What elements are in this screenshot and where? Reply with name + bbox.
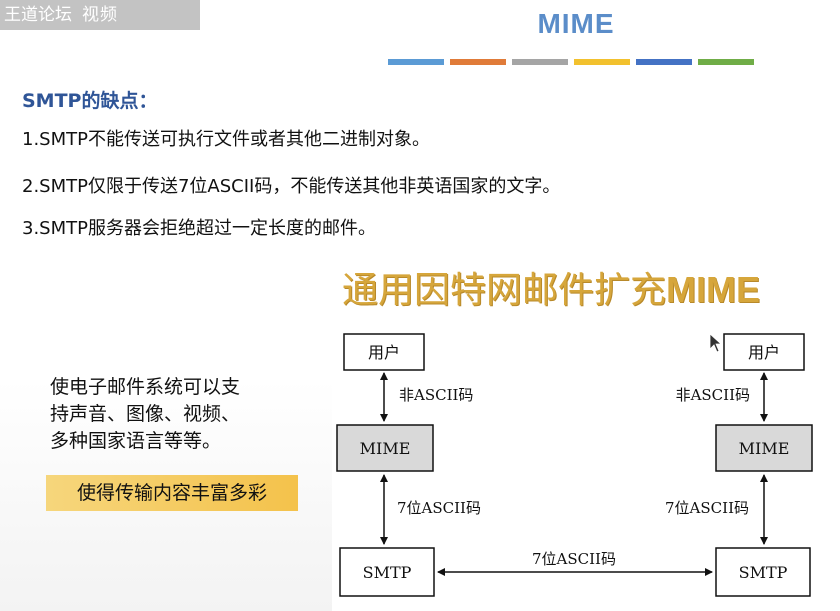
color-bar (388, 59, 444, 65)
drawback-point-3: 3.SMTP服务器会拒绝超过一定长度的邮件。 (22, 218, 376, 239)
drawback-point-1: 1.SMTP不能传送可执行文件或者其他二进制对象。 (22, 129, 430, 150)
left-smtp-label: SMTP (363, 563, 412, 582)
left-non-ascii-label: 非ASCII码 (399, 386, 473, 404)
mime-diagram-svg: 用户 非ASCII码 MIME 7位ASCII码 SMTP 7位ASCII码 用… (336, 333, 813, 597)
left-user-box (343, 333, 425, 371)
mime-title-latin: MIME (666, 269, 761, 310)
page-title: MIME (537, 8, 615, 39)
watermark-extra: 视频 (82, 5, 118, 25)
color-bar (698, 59, 754, 65)
right-user-box (723, 333, 805, 371)
mime-title-cn: 通用因特网邮件扩充 (342, 270, 667, 311)
right-user-label: 用户 (748, 343, 780, 362)
right-non-ascii-label: 非ASCII码 (676, 386, 750, 404)
mime-diagram: 用户 非ASCII码 MIME 7位ASCII码 SMTP 7位ASCII码 用… (332, 318, 840, 611)
right-mime-box (715, 424, 813, 472)
mouse-cursor-icon (709, 333, 723, 353)
color-bar (636, 59, 692, 65)
color-bar (450, 59, 506, 65)
right-mime-label: MIME (739, 439, 790, 458)
mime-description: 使电子邮件系统可以支 持声音、图像、视频、 多种国家语言等等。 (50, 374, 300, 455)
highlight-box: 使得传输内容丰富多彩 (46, 475, 298, 511)
watermark: 王道论坛视频 (0, 0, 200, 30)
description-line: 使电子邮件系统可以支 (50, 376, 241, 398)
left-user-label: 用户 (368, 343, 400, 362)
description-line: 持声音、图像、视频、 (50, 403, 241, 425)
middle-ascii7-label: 7位ASCII码 (532, 550, 616, 568)
right-smtp-label: SMTP (739, 563, 788, 582)
right-ascii7-label: 7位ASCII码 (665, 499, 749, 517)
left-ascii7-label: 7位ASCII码 (397, 499, 481, 517)
drawback-point-2: 2.SMTP仅限于传送7位ASCII码，不能传送其他非英语国家的文字。 (22, 176, 561, 197)
mime-full-name-title: 通用因特网邮件扩充MIME (342, 261, 760, 313)
right-smtp-box (715, 547, 811, 597)
left-smtp-box (339, 547, 435, 597)
color-bar (512, 59, 568, 65)
left-mime-label: MIME (360, 439, 411, 458)
smtp-drawbacks-heading: SMTP的缺点： (22, 90, 158, 112)
color-bar (574, 59, 630, 65)
watermark-brand: 王道论坛 (4, 5, 72, 25)
description-line: 多种国家语言等等。 (50, 430, 222, 452)
left-mime-box (336, 424, 434, 472)
